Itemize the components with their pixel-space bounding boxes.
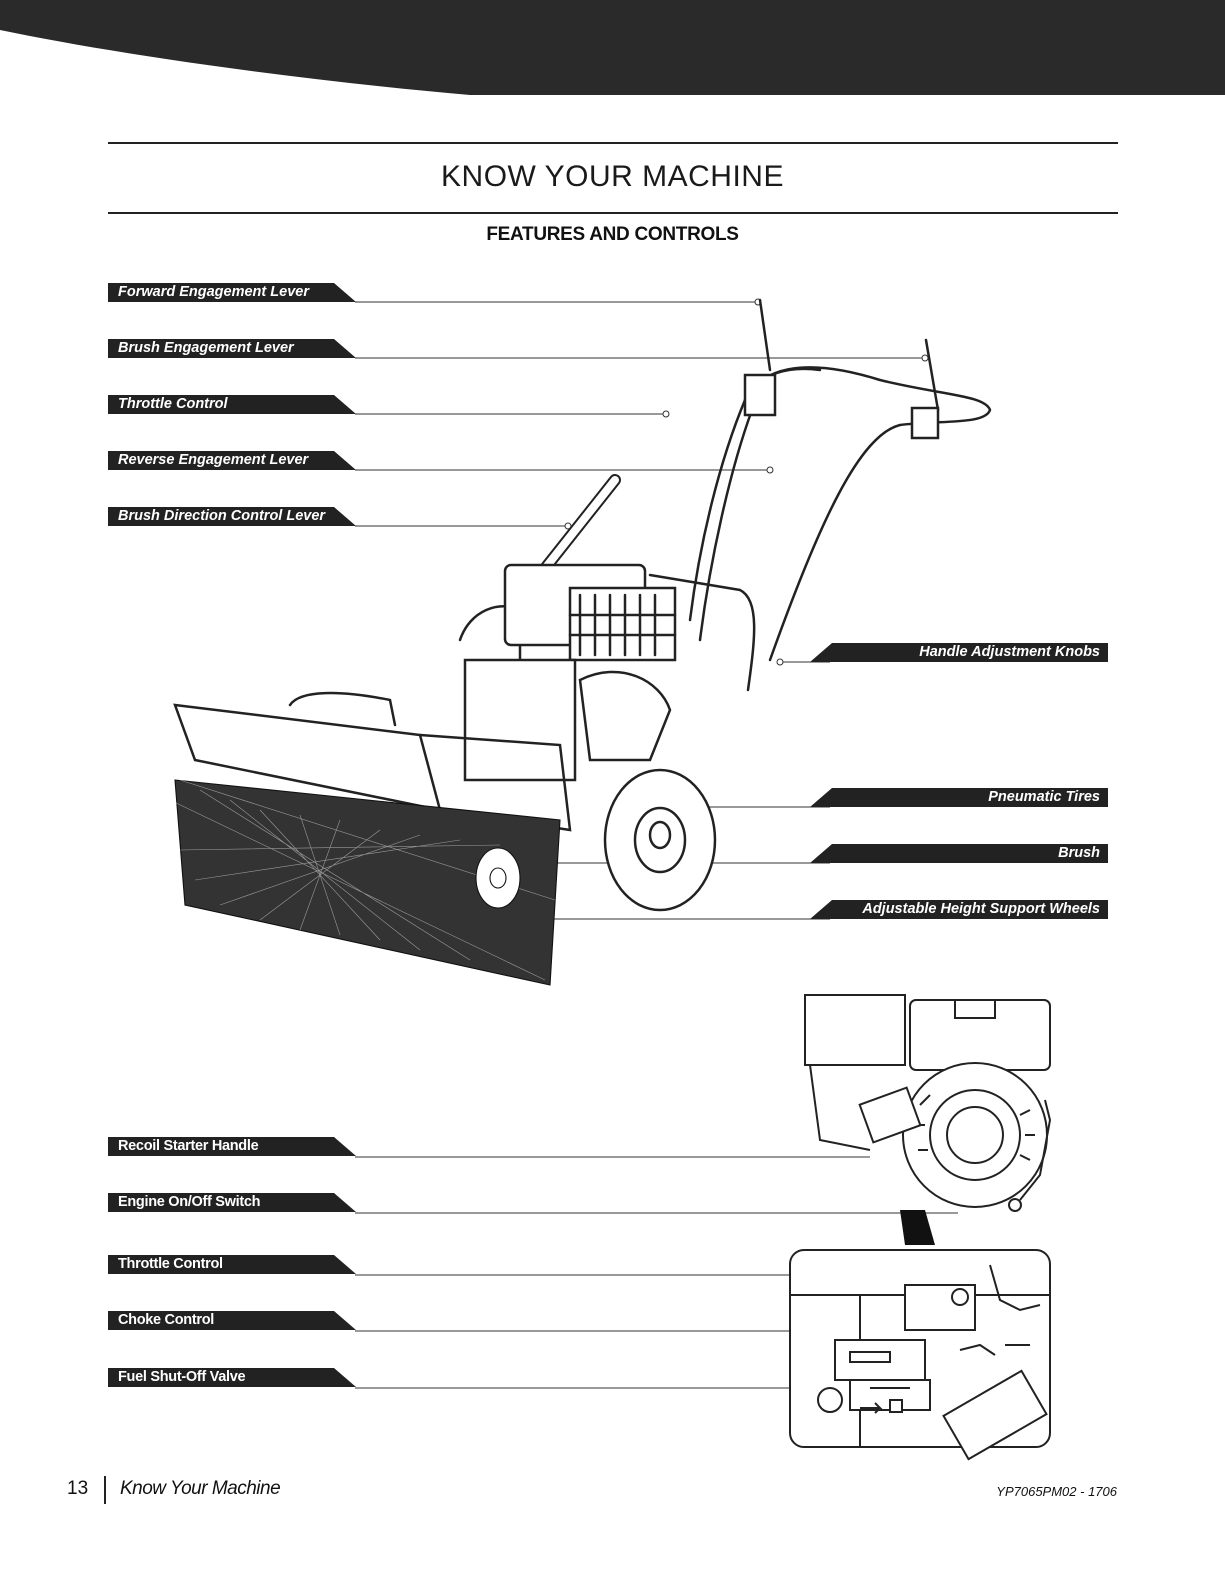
label-fuel-shut-off-valve: Fuel Shut-Off Valve	[108, 1368, 356, 1387]
label-recoil-starter-handle: Recoil Starter Handle	[108, 1137, 356, 1156]
brush-drawing	[169, 779, 561, 986]
page-number: 13	[67, 1478, 89, 1499]
label-brush: Brush	[810, 844, 1108, 863]
label-adjustable-height-support-wheels: Adjustable Height Support Wheels	[810, 900, 1108, 919]
label-throttle-control: Throttle Control	[108, 395, 356, 414]
label-brush-direction-control-lever: Brush Direction Control Lever	[108, 507, 356, 526]
label-choke-control: Choke Control	[108, 1311, 356, 1330]
title-rule-bottom	[108, 212, 1118, 214]
header-band	[0, 0, 1225, 95]
label-reverse-engagement-lever: Reverse Engagement Lever	[108, 451, 356, 470]
label-forward-engagement-lever: Forward Engagement Lever	[108, 283, 356, 302]
footer-separator	[104, 1476, 106, 1504]
engine-drawing	[789, 994, 1052, 1461]
label-brush-engagement-lever: Brush Engagement Lever	[108, 339, 356, 358]
label-handle-adjustment-knobs: Handle Adjustment Knobs	[810, 643, 1108, 662]
section-title: FEATURES AND CONTROLS	[486, 224, 739, 245]
label-engine-on-off-switch: Engine On/Off Switch	[108, 1193, 356, 1212]
page-title: KNOW YOUR MACHINE	[441, 160, 784, 193]
footer-section-name: Know Your Machine	[120, 1478, 281, 1499]
label-engine-throttle-control: Throttle Control	[108, 1255, 356, 1274]
title-rule-top	[108, 142, 1118, 144]
document-code: YP7065PM02 - 1706	[996, 1484, 1117, 1499]
label-pneumatic-tires: Pneumatic Tires	[810, 788, 1108, 807]
